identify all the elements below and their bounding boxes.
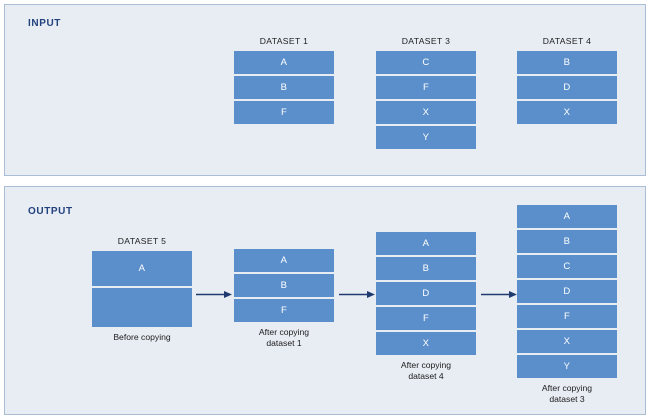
arrow-3-icon bbox=[481, 290, 517, 299]
dataset-cell: X bbox=[517, 330, 617, 353]
output-step-after-dataset-4: A B D F X After copying dataset 4 bbox=[376, 232, 476, 382]
input-dataset-1: DATASET 1 A B F bbox=[234, 36, 334, 124]
dataset-cell-stack: A B D F X bbox=[376, 232, 476, 355]
dataset-cell: A bbox=[517, 205, 617, 228]
output-step-after-dataset-3: A B C D F X Y After copying dataset 3 bbox=[517, 205, 617, 405]
output-step-after-dataset-1: A B F After copying dataset 1 bbox=[234, 249, 334, 349]
dataset-cell: F bbox=[376, 76, 476, 99]
dataset-cell: A bbox=[92, 251, 192, 286]
dataset-cell: B bbox=[234, 76, 334, 99]
dataset-cell: A bbox=[376, 232, 476, 255]
dataset-cell-stack: C F X Y bbox=[376, 51, 476, 149]
output-section-label: OUTPUT bbox=[28, 206, 73, 217]
arrow-2-icon bbox=[339, 290, 375, 299]
dataset-cell-stack: A bbox=[92, 251, 192, 327]
step-caption: After copying dataset 1 bbox=[258, 327, 310, 348]
dataset-title: DATASET 4 bbox=[542, 36, 592, 46]
arrow-1-icon bbox=[196, 290, 232, 299]
dataset-cell-stack: B D X bbox=[517, 51, 617, 124]
dataset-cell-empty bbox=[92, 288, 192, 327]
dataset-cell: Y bbox=[376, 126, 476, 149]
dataset-cell-stack: A B F bbox=[234, 51, 334, 124]
dataset-cell: F bbox=[234, 101, 334, 124]
step-caption: After copying dataset 3 bbox=[541, 383, 593, 404]
dataset-cell-stack: A B F bbox=[234, 249, 334, 322]
step-caption: Before copying bbox=[113, 332, 171, 342]
dataset-cell: X bbox=[517, 101, 617, 124]
dataset-cell-stack: A B C D F X Y bbox=[517, 205, 617, 378]
dataset-cell: C bbox=[376, 51, 476, 74]
dataset-cell: F bbox=[376, 307, 476, 330]
dataset-cell: F bbox=[517, 305, 617, 328]
input-dataset-3: DATASET 3 C F X Y bbox=[376, 36, 476, 149]
dataset-cell: X bbox=[376, 101, 476, 124]
dataset-cell: D bbox=[517, 76, 617, 99]
output-step-before-copying: DATASET 5 A Before copying bbox=[92, 236, 192, 343]
dataset-cell: D bbox=[376, 282, 476, 305]
dataset-cell: X bbox=[376, 332, 476, 355]
dataset-cell: B bbox=[517, 51, 617, 74]
dataset-cell: B bbox=[517, 230, 617, 253]
dataset-cell: F bbox=[234, 299, 334, 322]
dataset-cell: A bbox=[234, 249, 334, 272]
dataset-cell: Y bbox=[517, 355, 617, 378]
input-dataset-4: DATASET 4 B D X bbox=[517, 36, 617, 124]
dataset-title: DATASET 1 bbox=[259, 36, 309, 46]
dataset-cell: B bbox=[376, 257, 476, 280]
dataset-cell: B bbox=[234, 274, 334, 297]
dataset-title: DATASET 3 bbox=[401, 36, 451, 46]
dataset-cell: D bbox=[517, 280, 617, 303]
dataset-cell: C bbox=[517, 255, 617, 278]
input-section-label: INPUT bbox=[28, 18, 61, 29]
dataset-cell: A bbox=[234, 51, 334, 74]
dataset-title: DATASET 5 bbox=[117, 236, 167, 246]
step-caption: After copying dataset 4 bbox=[400, 360, 452, 381]
